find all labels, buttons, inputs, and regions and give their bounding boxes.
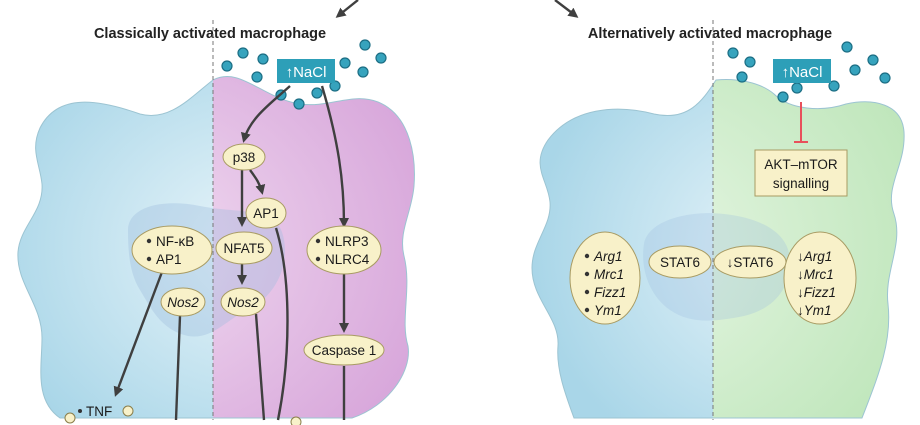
svg-text:↓Fizz1: ↓Fizz1: [797, 285, 836, 300]
tnf-output: TNF: [64, 404, 302, 425]
svg-text:↓Mrc1: ↓Mrc1: [797, 267, 834, 282]
node-nlrp3-nlrc4: NLRP3 NLRC4: [306, 225, 382, 275]
svg-text:NLRC4: NLRC4: [325, 252, 370, 267]
svg-text:AKT–mTOR: AKT–mTOR: [764, 157, 838, 172]
svg-text:Ym1: Ym1: [594, 303, 622, 318]
arrow-nos2-out: [254, 313, 266, 421]
svg-text:p38: p38: [233, 150, 256, 165]
svg-text:Mrc1: Mrc1: [594, 267, 624, 282]
svg-text:NFAT5: NFAT5: [223, 241, 264, 256]
node-genes-down: ↓Arg1 ↓Mrc1 ↓Fizz1 ↓Ym1: [783, 231, 857, 325]
svg-text:Caspase 1: Caspase 1: [312, 343, 377, 358]
svg-text:TNF: TNF: [86, 404, 112, 419]
arrow-nos2a-out: [174, 315, 182, 421]
node-p38: p38: [222, 143, 266, 171]
svg-text:Fizz1: Fizz1: [594, 285, 626, 300]
arrow-nacl-nlrp: [320, 85, 350, 229]
input-arrow-left: [335, 0, 359, 18]
nacl-box-left: ↑NaCl: [277, 59, 335, 83]
left-title: Classically activated macrophage: [94, 26, 326, 42]
svg-text:NLRP3: NLRP3: [325, 234, 369, 249]
svg-text:↓STAT6: ↓STAT6: [727, 255, 774, 270]
nacl-label-left: ↑NaCl: [286, 64, 327, 81]
node-nos2-right: Nos2: [220, 287, 266, 317]
node-akt-mtor: AKT–mTOR signalling: [754, 149, 848, 197]
node-nfkb-ap1: NF-κB AP1: [131, 225, 213, 275]
svg-text:signalling: signalling: [773, 176, 829, 191]
arrow-nacl-p38: [240, 85, 291, 143]
svg-text:NF-κB: NF-κB: [156, 234, 194, 249]
svg-text:Arg1: Arg1: [593, 249, 623, 264]
node-ap1: AP1: [245, 197, 287, 229]
nacl-ions-left: [221, 39, 387, 110]
arrow-p38-ap1: [249, 169, 266, 195]
node-stat6-down: ↓STAT6: [713, 245, 787, 279]
right-title: Alternatively activated macrophage: [588, 26, 832, 42]
node-nfat5: NFAT5: [215, 231, 273, 265]
arrow-ap1-out: [274, 227, 289, 421]
svg-text:Nos2: Nos2: [227, 295, 259, 310]
svg-text:↓Arg1: ↓Arg1: [797, 249, 832, 264]
svg-text:↓Ym1: ↓Ym1: [797, 303, 832, 318]
nacl-box-right: ↑NaCl: [773, 59, 831, 83]
input-arrow-right: [554, 0, 579, 18]
svg-text:AP1: AP1: [253, 206, 279, 221]
node-stat6: STAT6: [648, 245, 712, 279]
node-caspase1: Caspase 1: [303, 334, 385, 366]
node-genes: Arg1 Mrc1 Fizz1 Ym1: [569, 231, 641, 325]
nacl-label-right: ↑NaCl: [782, 64, 823, 81]
svg-text:STAT6: STAT6: [660, 255, 700, 270]
svg-text:AP1: AP1: [156, 252, 182, 267]
arrow-nfkb-tnf: [113, 271, 164, 397]
svg-text:Nos2: Nos2: [167, 295, 199, 310]
nacl-ions-right: [727, 41, 891, 103]
node-nos2-left: Nos2: [160, 287, 206, 317]
